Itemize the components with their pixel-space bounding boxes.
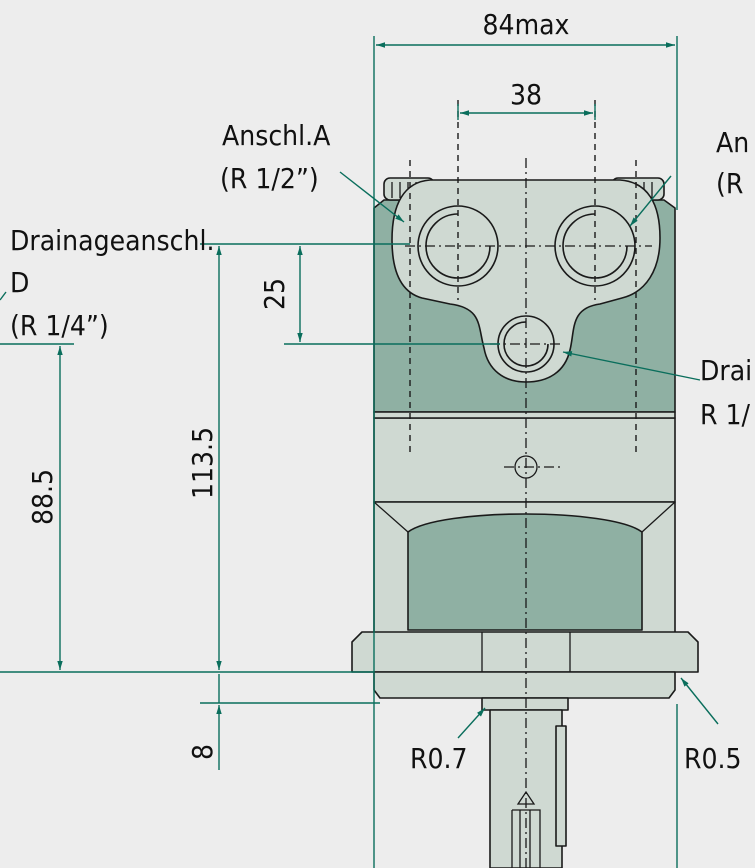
middle-ring bbox=[373, 417, 676, 503]
label-port-b-name: An bbox=[716, 126, 749, 159]
hidden-lines bbox=[405, 100, 652, 868]
label-dim-8: 8 bbox=[186, 744, 219, 760]
output-shaft bbox=[489, 709, 563, 868]
label-dim-88-5: 88.5 bbox=[26, 469, 59, 525]
motor-body bbox=[351, 177, 699, 868]
label-overall-width: 84max bbox=[483, 8, 570, 41]
label-radius-left: R0.7 bbox=[410, 742, 468, 775]
leader-lines bbox=[0, 171, 719, 739]
mounting-flange bbox=[351, 631, 699, 673]
lower-body-window bbox=[407, 513, 643, 631]
label-drain-left-3: (R 1/4”) bbox=[10, 309, 109, 342]
label-drain-right-2: R 1/ bbox=[700, 398, 751, 431]
label-dim-25: 25 bbox=[258, 278, 291, 310]
shaft-collar bbox=[481, 697, 569, 711]
label-port-a-thread: (R 1/2”) bbox=[220, 162, 319, 195]
label-radius-right: R0.5 bbox=[684, 742, 742, 775]
dimension-lines bbox=[0, 36, 678, 868]
label-port-a-name: Anschl.A bbox=[222, 119, 331, 152]
label-drain-left-2: D bbox=[10, 266, 29, 299]
label-drain-right-1: Drai bbox=[700, 354, 752, 387]
label-port-b-thread: (R bbox=[716, 167, 743, 200]
label-drain-left-1: Drainageanschl. bbox=[10, 224, 214, 257]
label-port-spacing: 38 bbox=[510, 78, 542, 111]
pilot bbox=[373, 671, 676, 699]
label-dim-113-5: 113.5 bbox=[186, 427, 219, 499]
